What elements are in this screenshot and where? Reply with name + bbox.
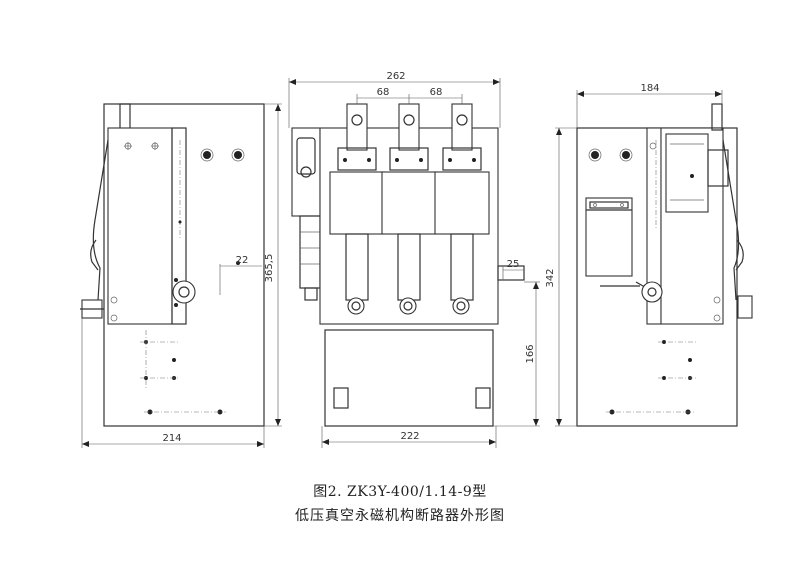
right-side-view <box>555 90 753 427</box>
dim-front-width-bottom: 222 <box>400 431 419 442</box>
dim-pitch-left: 68 <box>377 87 390 98</box>
dim-left-height: 365,5 <box>264 254 275 283</box>
pole-3 <box>434 103 490 315</box>
left-side-view <box>80 103 282 448</box>
front-view <box>288 78 540 448</box>
dim-left-width: 214 <box>162 433 181 444</box>
dim-front-height: 166 <box>525 344 536 363</box>
dim-left-offset: 22 <box>236 255 249 266</box>
dim-front-width-top: 262 <box>386 71 405 82</box>
dim-front-offset: 25 <box>507 259 520 270</box>
dim-pitch-right: 68 <box>430 87 443 98</box>
caption-model: 图2. ZK3Y-400/1.14-9型 <box>313 484 487 500</box>
pole-1 <box>329 103 385 315</box>
dim-right-width-top: 184 <box>640 83 659 94</box>
dim-right-height: 342 <box>545 268 556 287</box>
caption-title: 低压真空永磁机构断路器外形图 <box>295 508 505 524</box>
pole-2 <box>381 103 437 315</box>
